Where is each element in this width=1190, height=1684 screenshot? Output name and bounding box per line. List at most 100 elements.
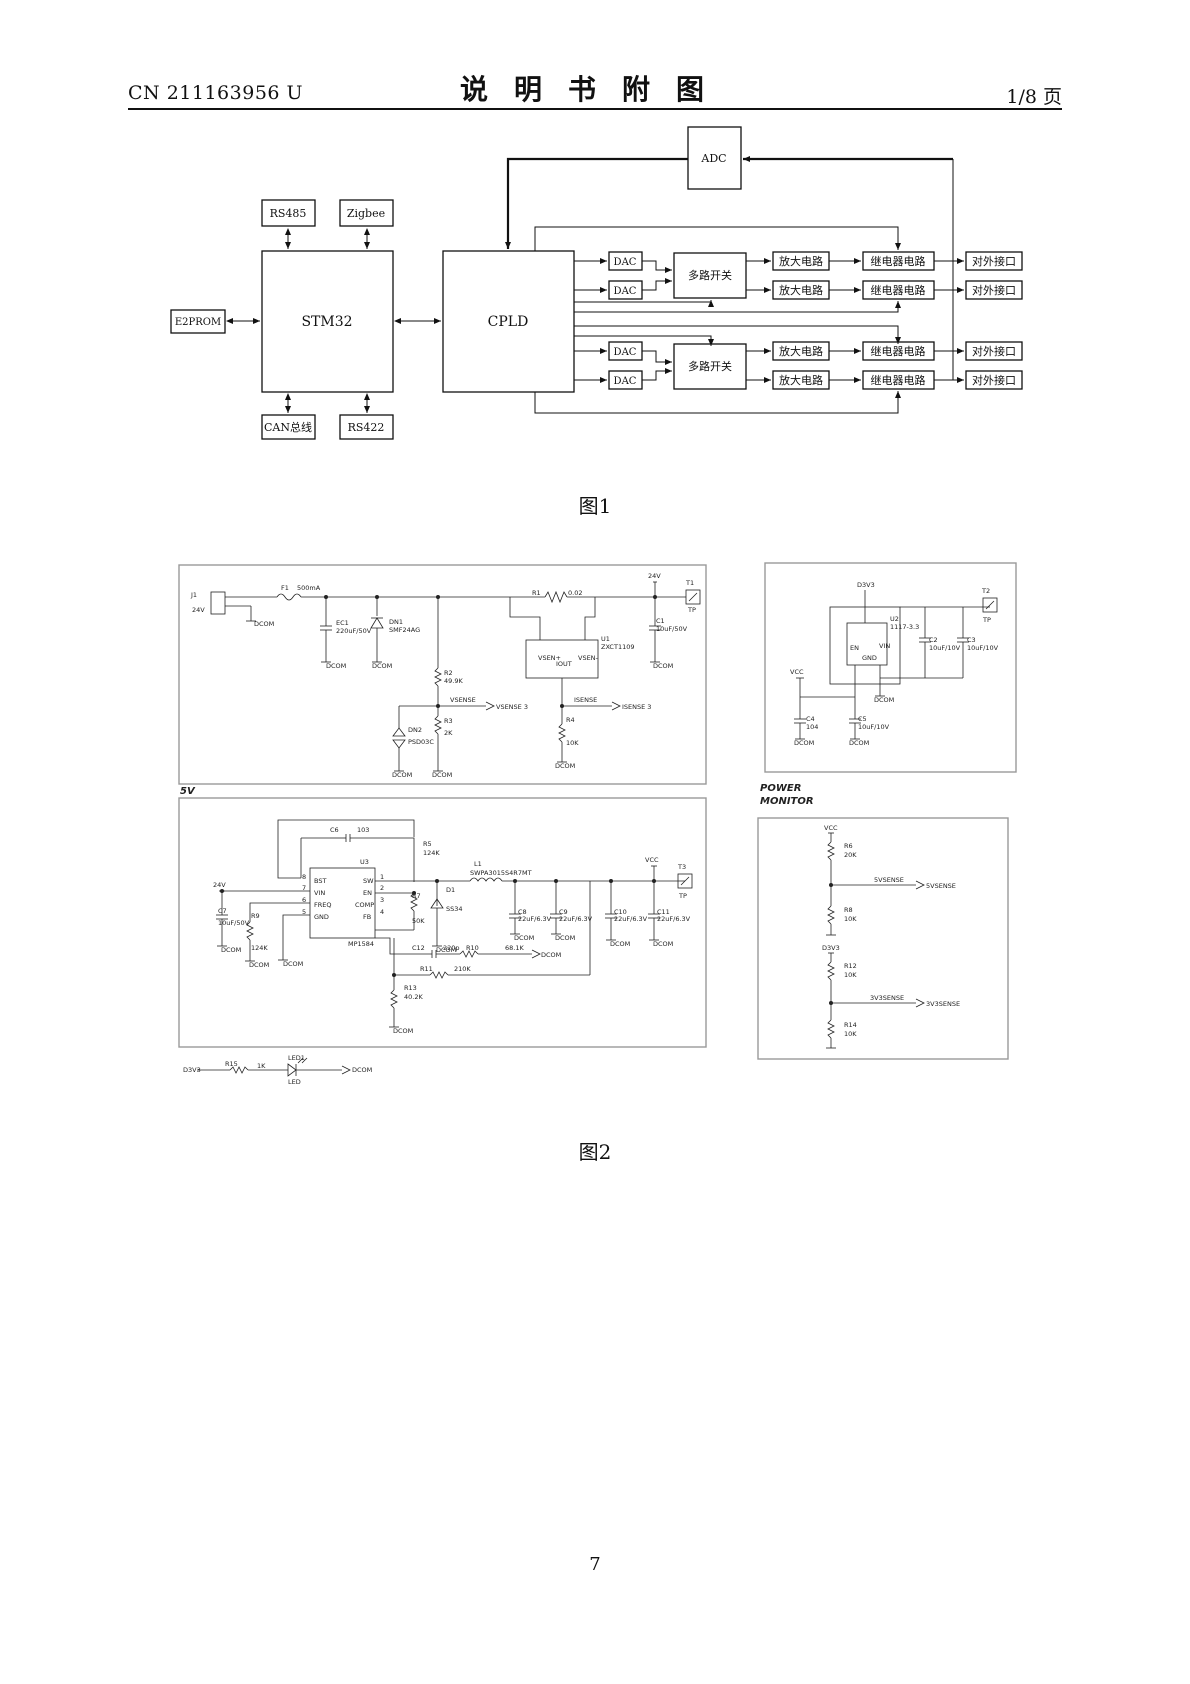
sense5v-net: 5VSENSE — [874, 876, 904, 884]
d3v3-net: D3V3 — [183, 1066, 201, 1074]
u3-pin-number: 4 — [380, 908, 384, 916]
r12-ref: R12 — [844, 962, 857, 970]
c6-ref: C6 — [330, 826, 339, 834]
r5-ref: R5 — [423, 840, 432, 848]
r2-value: 49.9K — [444, 677, 463, 685]
r13-value: 40.2K — [404, 993, 423, 1001]
ground-label: DCOM — [610, 940, 630, 948]
relay-label: 继电器电路 — [871, 374, 926, 387]
e2prom-label: E2PROM — [175, 317, 221, 328]
u3-pin-number: 3 — [380, 896, 384, 904]
r8-value: 10K — [844, 915, 857, 923]
dn1-ref: DN1 — [389, 618, 403, 626]
dac-label: DAC — [614, 257, 637, 268]
c2-ref: C2 — [929, 636, 938, 644]
r14-ref: R14 — [844, 1021, 857, 1029]
led1-ref: LED1 — [288, 1054, 305, 1062]
c4-value: 104 — [806, 723, 818, 731]
r6-value: 20K — [844, 851, 857, 859]
u3-pin-number: 2 — [380, 884, 384, 892]
amp-label: 放大电路 — [779, 373, 823, 387]
figure2-schematic: J1 24V F1 500mA EC1 220uF/50V DN1 SMF24A… — [178, 562, 1017, 1086]
page-number: 7 — [589, 1554, 601, 1575]
monitor-title-line1: POWER — [760, 783, 801, 794]
t2-ref: T2 — [981, 587, 990, 595]
ec1-ref: EC1 — [336, 619, 349, 627]
sense33-net: 3V3SENSE — [870, 994, 904, 1002]
rs485-block — [261, 199, 316, 227]
page-reference: 1/8 页 — [1006, 86, 1062, 108]
ground-label: DCOM — [874, 696, 894, 704]
ground-label: DCOM — [392, 771, 412, 779]
ground-label: DCOM — [432, 771, 452, 779]
f1-value: 500mA — [297, 584, 321, 592]
r15-value: 1K — [257, 1062, 266, 1070]
d3v3-net: D3V3 — [857, 581, 875, 589]
c6-value: 103 — [357, 826, 369, 834]
figure1-caption: 图1 — [578, 494, 612, 518]
r9-value: 124K — [251, 944, 268, 952]
u3-pin-gnd: GND — [314, 913, 329, 921]
ground-label: DCOM — [653, 940, 673, 948]
c11-value: 22uF/6.3V — [657, 915, 691, 923]
mux-block — [673, 252, 747, 299]
can-label: CAN总线 — [264, 420, 312, 434]
dac-label: DAC — [614, 347, 637, 358]
r11-value: 210K — [454, 965, 471, 973]
r11-ref: R11 — [420, 965, 433, 973]
ground-label: DCOM — [249, 961, 269, 969]
r14-value: 10K — [844, 1030, 857, 1038]
mux-label: 多路开关 — [688, 359, 732, 373]
c12-value: 220p — [443, 944, 460, 952]
can-block — [261, 414, 316, 440]
r6-ref: R6 — [844, 842, 853, 850]
u3-pin-vin: VIN — [314, 889, 325, 897]
t2-testpoint: TP — [982, 616, 991, 624]
u3-pin-number: 5 — [302, 908, 306, 916]
r10-value: 68.1K — [505, 944, 524, 952]
u2-pin-en: EN — [850, 644, 859, 652]
c3-ref: C3 — [967, 636, 976, 644]
j1-ref: J1 — [190, 591, 197, 599]
r3-value: 2K — [444, 729, 453, 737]
port-label: 对外接口 — [972, 344, 1016, 358]
u1-pin-vsense-n: VSEN- — [578, 654, 599, 662]
c12-ref: C12 — [412, 944, 425, 952]
j1-voltage: 24V — [192, 606, 205, 614]
ground-label: DCOM — [283, 960, 303, 968]
monitor-title-line2: MONITOR — [760, 796, 814, 807]
relay-label: 继电器电路 — [871, 284, 926, 297]
ground-label: DCOM — [352, 1066, 372, 1074]
dac-label: DAC — [614, 286, 637, 297]
ground-label: DCOM — [794, 739, 814, 747]
top-voltage: 24V — [648, 572, 661, 580]
u2-value: 1117-3.3 — [890, 623, 919, 631]
c8-ref: C8 — [518, 908, 527, 916]
c3-value: 10uF/10V — [967, 644, 999, 652]
c2-value: 10uF/10V — [929, 644, 961, 652]
r3-ref: R3 — [444, 717, 453, 725]
document-number: CN 211163956 U — [128, 82, 304, 104]
l1-value: SWPA3015S4R7MT — [470, 869, 532, 877]
u3-pin-number: 8 — [302, 873, 306, 881]
e2prom-block — [170, 309, 226, 334]
u2-pin-gnd: GND — [862, 654, 877, 662]
u3-pin-freq: FREQ — [314, 901, 331, 909]
u3-pin-number: 1 — [380, 873, 384, 881]
stm32-block — [261, 250, 394, 393]
ground-label: DCOM — [555, 934, 575, 942]
r9-ref: R9 — [251, 912, 260, 920]
u1-value: ZXCT1109 — [601, 643, 634, 651]
port-label: 对外接口 — [972, 373, 1016, 387]
r12-value: 10K — [844, 971, 857, 979]
u1-pin-iout: IOUT — [556, 660, 572, 668]
u2-ref: U2 — [890, 615, 899, 623]
rs422-label: RS422 — [348, 421, 385, 434]
port-label: 对外接口 — [972, 283, 1016, 297]
ground-label: DCOM — [514, 934, 534, 942]
amp-label: 放大电路 — [779, 254, 823, 268]
c5-ref: C5 — [858, 715, 867, 723]
dn1-value: SMF24AG — [389, 626, 420, 634]
page-title: 说明书附图 — [459, 73, 730, 106]
isense-tag: ISENSE 3 — [622, 703, 651, 711]
